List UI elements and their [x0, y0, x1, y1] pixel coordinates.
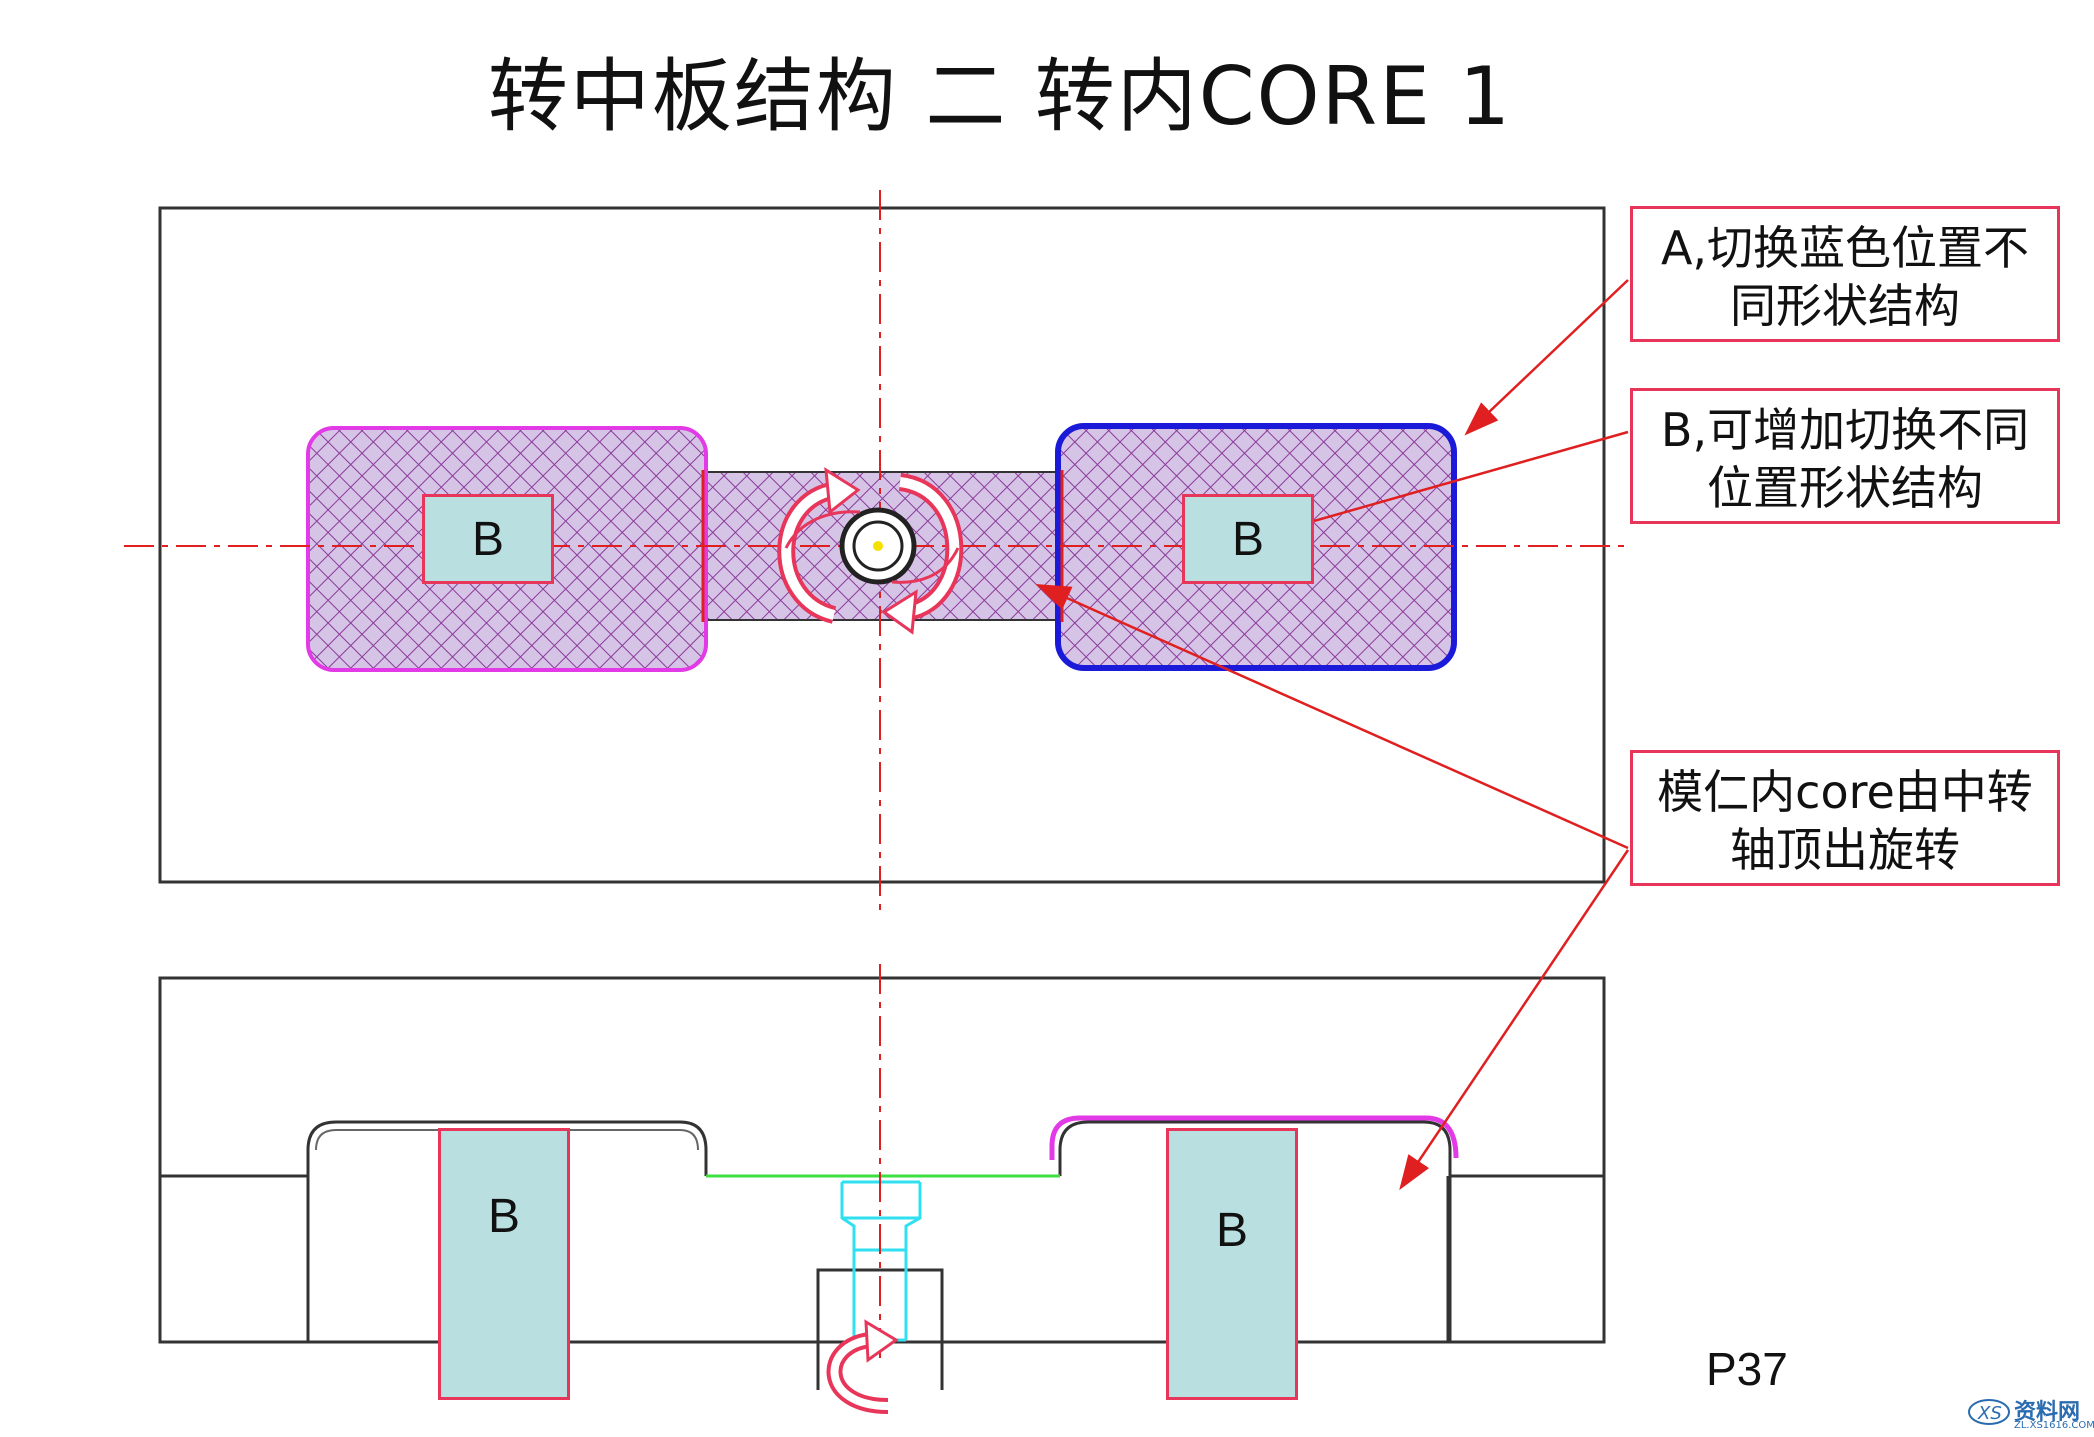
watermark-sub: ZL.XS1616.COM [2014, 1420, 2094, 1431]
b-label-top-left: B [422, 494, 554, 584]
callout-c-line1: 模仁内core由中转 [1657, 765, 2033, 819]
callout-c: 模仁内core由中转 轴顶出旋转 [1630, 750, 2060, 886]
core-profile-right [1058, 1120, 1452, 1342]
watermark-logo: XS 资料网 ZL.XS1616.COM [1966, 1392, 2094, 1436]
core-profile-right-magenta [1049, 1115, 1459, 1160]
pointer-a [1464, 279, 1629, 436]
watermark-text: 资料网 [2014, 1400, 2081, 1425]
callout-a: A,切换蓝色位置不 同形状结构 [1630, 206, 2060, 342]
pointer-c-bottom [1399, 849, 1630, 1191]
b-label-bottom-left: B [438, 1128, 570, 1400]
callout-c-line2: 轴顶出旋转 [1730, 823, 1960, 877]
rotate-arrows-icon [777, 467, 964, 635]
page-number: P37 [1706, 1343, 1788, 1395]
pointer-b [1249, 430, 1629, 542]
watermark-logo-icon: XS [1968, 1399, 2010, 1425]
ejector-block [816, 1268, 944, 1390]
pivot-center [873, 541, 883, 551]
callout-b: B,可增加切换不同 位置形状结构 [1630, 388, 2060, 524]
callout-b-line1: B,可增加切换不同 [1660, 403, 2030, 457]
callout-b-line2: 位置形状结构 [1707, 461, 1983, 515]
core-profile-left [306, 1120, 708, 1342]
b-label-bottom-right: B [1166, 1128, 1298, 1400]
rotate-arrow-bottom-icon [826, 1319, 899, 1414]
svg-text:XS: XS [1977, 1403, 2002, 1424]
callout-a-line1: A,切换蓝色位置不 [1660, 221, 2030, 275]
slide-title: 转中板结构 二 转内CORE 1 [487, 50, 1513, 143]
b-label-top-right: B [1182, 494, 1314, 584]
callout-a-line2: 同形状结构 [1730, 279, 1960, 333]
pointer-c-top [1035, 583, 1629, 850]
side-view-plate [158, 976, 1606, 1344]
